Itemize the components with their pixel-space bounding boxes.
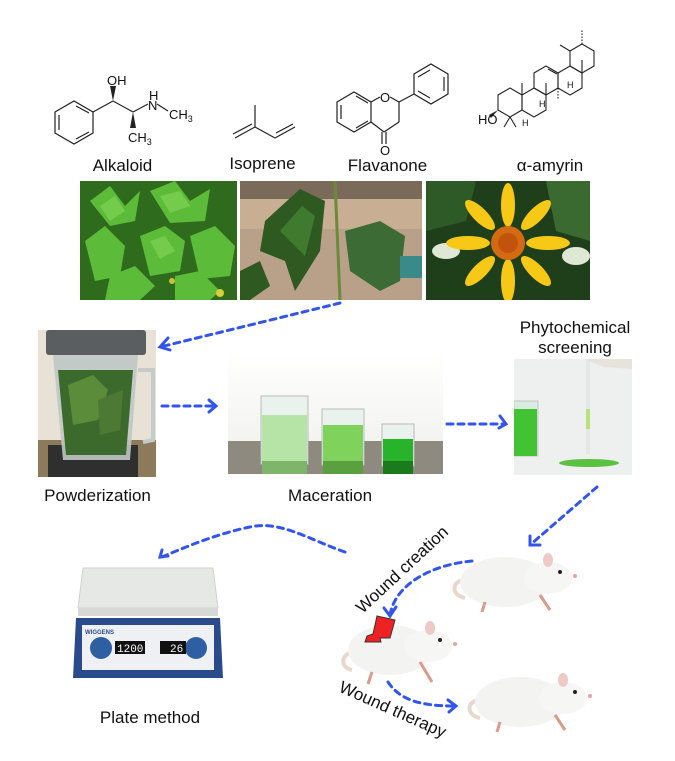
arrow-screening-to-rat: [528, 485, 599, 547]
flavanone-label: Flavanone: [347, 156, 428, 175]
wound-creation-label: Wound creation: [352, 522, 453, 618]
alkaloid-structure: OH H N CH3 CH3: [54, 73, 193, 147]
svg-text:CH3: CH3: [128, 130, 152, 147]
isoprene-label: Isoprene: [229, 154, 296, 173]
plant-photo-young-plant: [240, 181, 422, 300]
isoprene-structure: [232, 105, 296, 139]
alpha-amyrin-label: α-amyrin: [516, 156, 584, 175]
maceration-label: Maceration: [287, 486, 373, 505]
phytochemical-screening-photo: [514, 359, 632, 475]
svg-text:H: H: [539, 99, 546, 109]
flavanone-structure: O O: [336, 63, 449, 158]
alpha-amyrin-structure: HO H H H: [478, 30, 595, 128]
powderization-label: Powderization: [44, 486, 151, 505]
plant-photo-yellow-flower: [426, 181, 590, 300]
alkaloid-label: Alkaloid: [92, 156, 153, 175]
rat-treated: [467, 673, 592, 733]
wound-patch-icon: [364, 615, 396, 643]
h-label: H: [149, 88, 158, 103]
powderization-photo: [38, 330, 156, 477]
svg-text:H: H: [522, 118, 529, 128]
arrow-plants-to-powderization: [158, 301, 342, 349]
ho-label: HO: [478, 112, 498, 127]
hot-plate-display-right: 26: [170, 644, 183, 656]
ring-oxygen-label: O: [380, 90, 390, 105]
maceration-photo: [228, 353, 443, 474]
svg-text:H: H: [567, 80, 574, 90]
svg-text:WIGGENS: WIGGENS: [85, 630, 114, 636]
oh-label: OH: [107, 73, 127, 88]
rat-healthy-top: [452, 553, 577, 613]
hot-plate-display-left: 1200: [117, 644, 143, 656]
svg-text:CH3: CH3: [169, 107, 193, 124]
plate-method-label: Plate method: [99, 708, 201, 727]
rat-wounded: [341, 615, 457, 685]
phytochemical-screening-label: Phytochemical screening: [519, 318, 631, 357]
n-label: N: [148, 98, 157, 113]
arrow-to-plate-method: [160, 524, 347, 559]
hot-plate-photo: 1200 26 WIGGENS: [68, 563, 228, 693]
plant-photo-leaves: [80, 181, 237, 300]
carbonyl-oxygen-label: O: [380, 143, 390, 158]
